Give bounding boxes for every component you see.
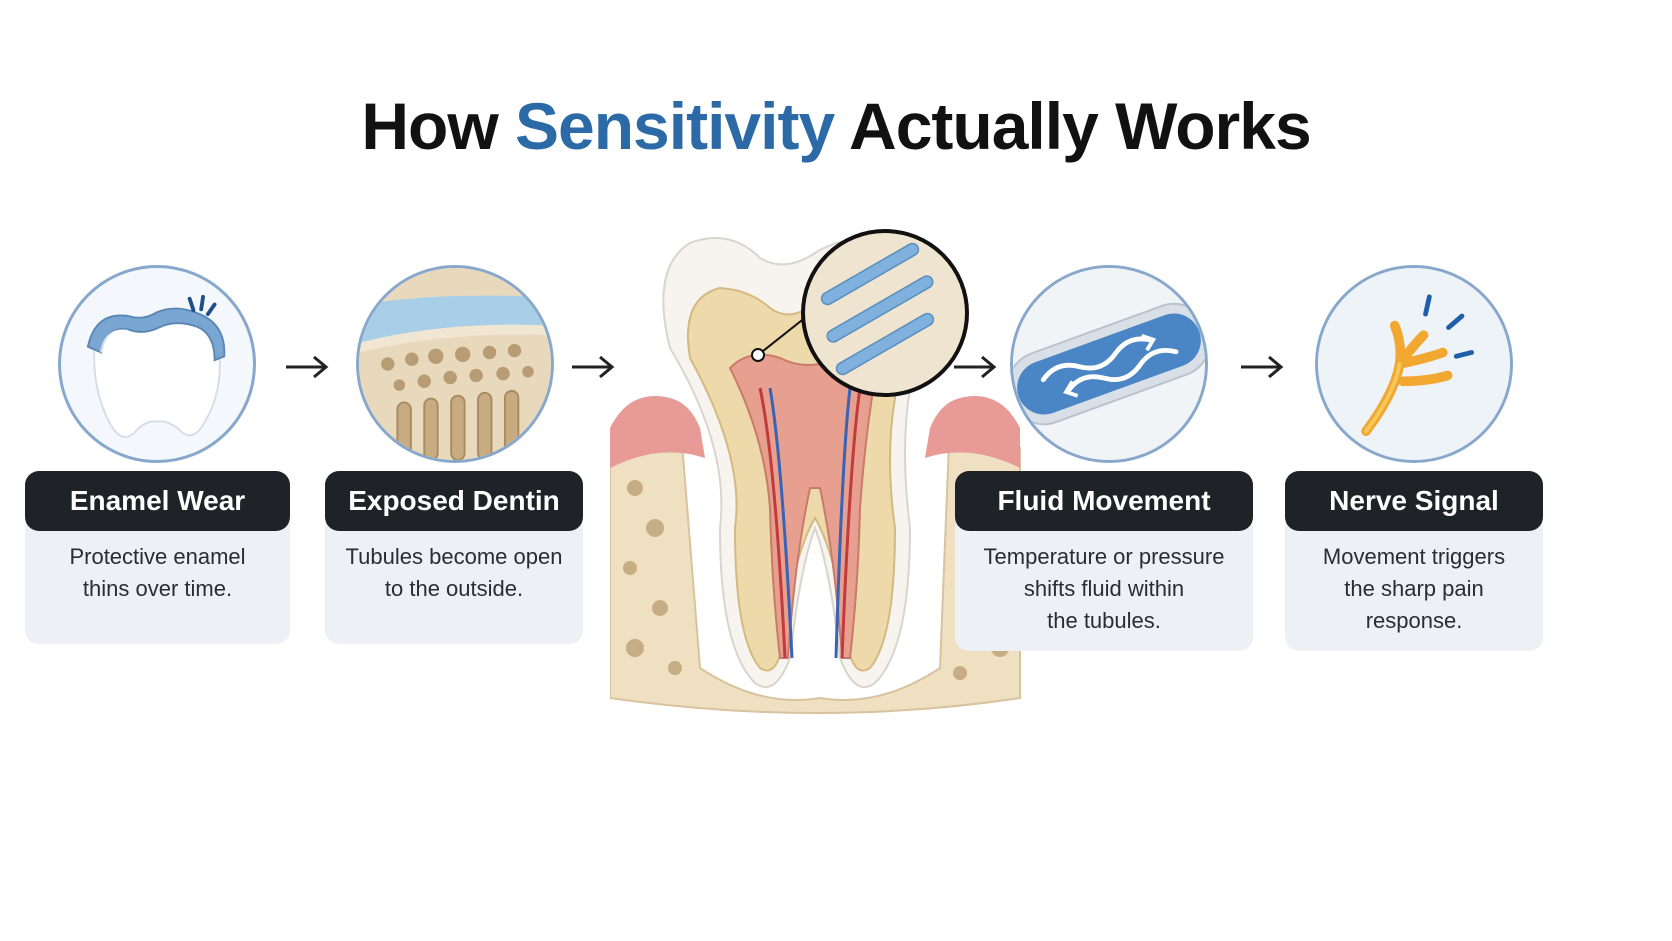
nerve-signal-icon xyxy=(1315,265,1513,463)
fluid-flow-icon xyxy=(1010,265,1208,463)
arrow-right-icon xyxy=(286,355,329,379)
worn-enamel-tooth-icon xyxy=(58,265,256,463)
page-title: How Sensitivity Actually Works xyxy=(0,88,1672,164)
title-word-how: How xyxy=(361,89,498,163)
step-description-enamel-wear: Protective enamel thins over time. xyxy=(25,511,290,644)
arrow-right-icon xyxy=(954,355,997,379)
step-description-nerve-signal: Movement triggers the sharp pain respons… xyxy=(1285,511,1543,651)
step-label-fluid-movement: Fluid Movement xyxy=(955,471,1253,531)
title-rest: Actually Works xyxy=(849,89,1312,163)
title-accent-word: Sensitivity xyxy=(515,89,835,163)
arrow-right-icon xyxy=(1241,355,1284,379)
step-description-fluid-movement: Temperature or pressure shifts fluid wit… xyxy=(955,511,1253,651)
step-label-nerve-signal: Nerve Signal xyxy=(1285,471,1543,531)
arrow-right-icon xyxy=(572,355,615,379)
step-label-exposed-dentin: Exposed Dentin xyxy=(325,471,583,531)
step-label-enamel-wear: Enamel Wear xyxy=(25,471,290,531)
step-description-exposed-dentin: Tubules become open to the outside. xyxy=(325,511,583,644)
tooth-cross-section-illustration xyxy=(610,229,1021,714)
dentin-tubules-icon xyxy=(356,265,554,463)
